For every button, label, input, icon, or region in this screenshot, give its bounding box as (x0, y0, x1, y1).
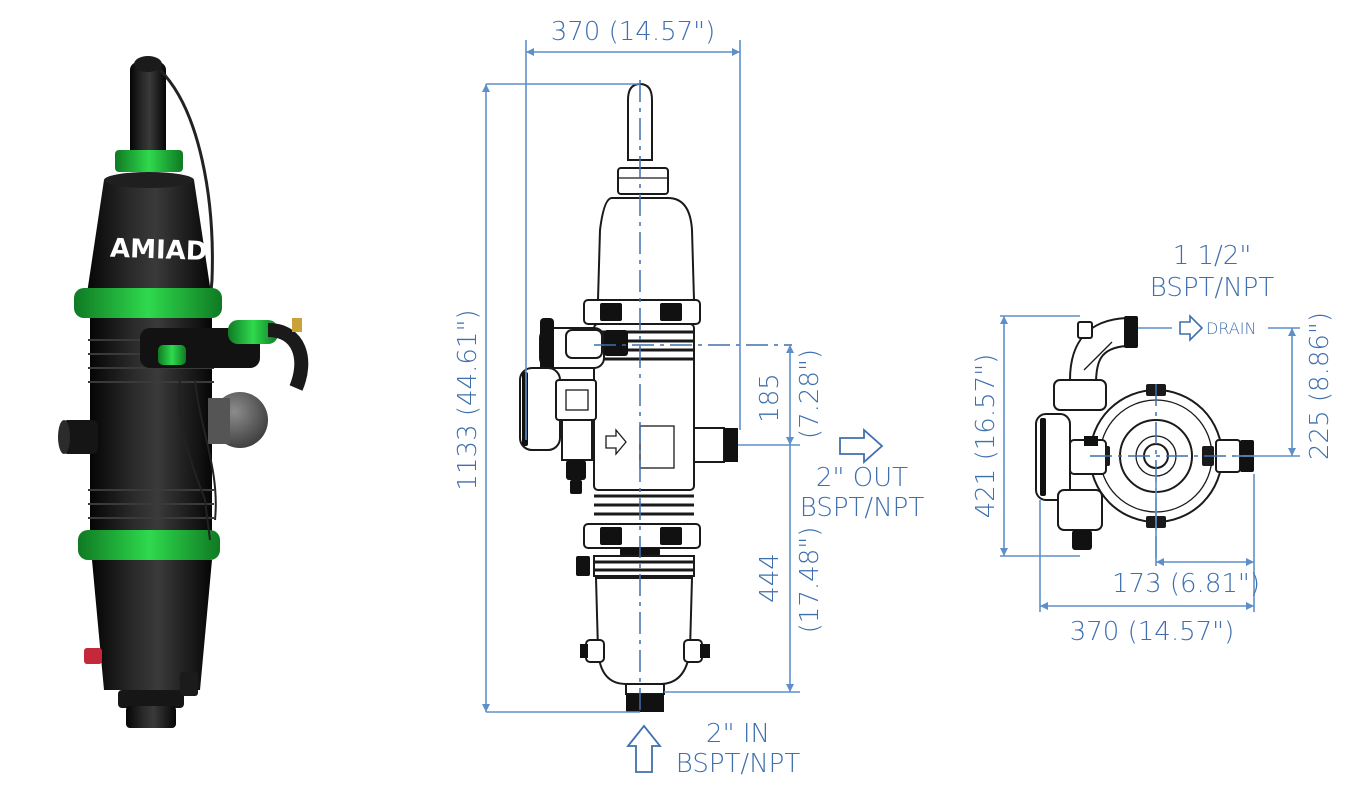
front-view-drawing (519, 80, 792, 712)
inlet-offset-label: 444 (755, 553, 785, 603)
top-width-label: 370 (14.57") (1070, 617, 1235, 647)
top-view-drawing (1035, 316, 1254, 560)
drain-size-label: 1 1/2" (1173, 241, 1252, 271)
top-outlet-offset-label: 173 (6.81") (1112, 569, 1260, 599)
inlet-offset-inch-label: (17.48") (795, 527, 825, 634)
front-height-label: 1133 (44.61") (453, 309, 483, 490)
inlet-size-label: 2" IN (706, 719, 770, 749)
front-width-label: 370 (14.57") (551, 17, 716, 47)
outlet-thread-label: BSPT/NPT (800, 493, 925, 523)
brand-logo: AMIAD (110, 234, 208, 267)
outlet-offset-inch-label: (7.28") (795, 349, 825, 439)
inlet-thread-label: BSPT/NPT (676, 749, 801, 779)
outlet-arrow-icon (839, 427, 884, 465)
outlet-size-label: 2" OUT (816, 463, 908, 493)
drain-offset-label: 225 (8.86") (1305, 312, 1335, 460)
drain-label: DRAIN (1206, 319, 1256, 338)
outlet-offset-label: 185 (755, 373, 785, 423)
inlet-arrow-icon (626, 724, 662, 773)
top-depth-label: 421 (16.57") (971, 354, 1001, 519)
top-view-dimensions: 1 1/2" BSPT/NPT DRAIN 421 (16.57") 225 (… (971, 241, 1335, 647)
drain-arrow-icon (1179, 314, 1204, 342)
drain-thread-label: BSPT/NPT (1150, 273, 1275, 303)
front-view-dimensions: 370 (14.57") 1133 (44.61") 185 (7.28") 4… (453, 17, 924, 779)
product-photo: AMIAD (58, 40, 320, 750)
